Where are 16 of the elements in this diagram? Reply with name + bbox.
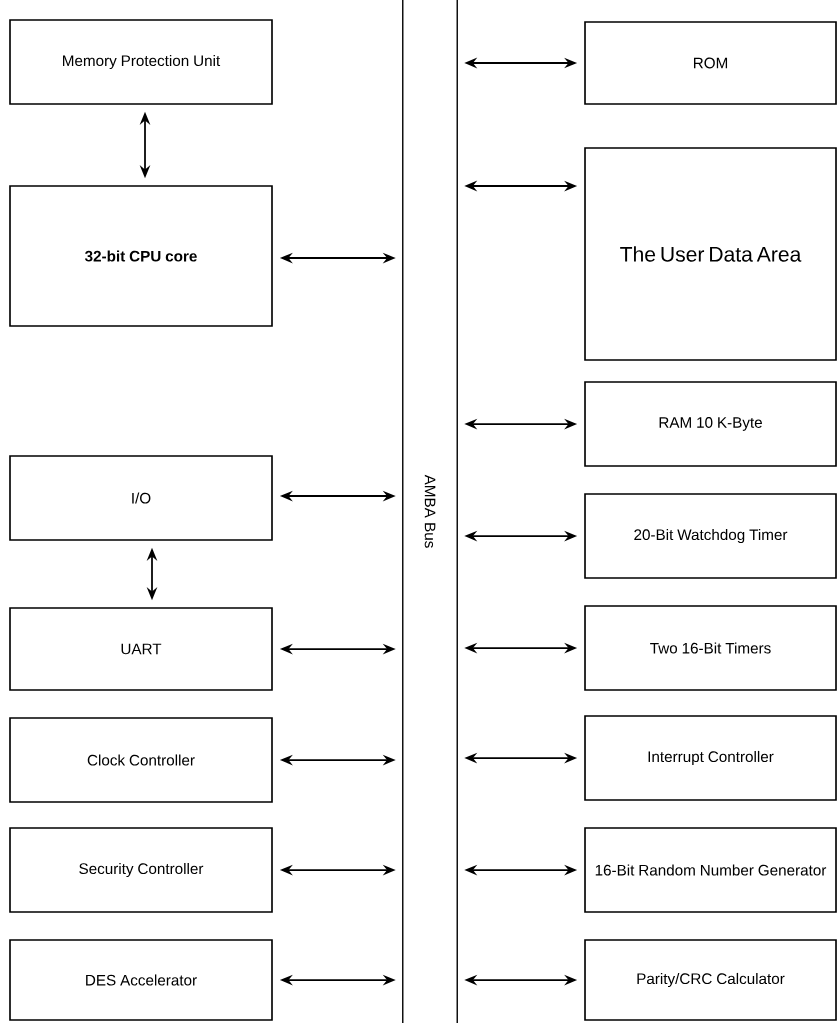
block-box: 20-Bit Watchdog Timer: [584, 493, 837, 579]
block-box: Security Controller: [9, 827, 273, 913]
block-box: Two 16-Bit Timers: [584, 605, 837, 691]
block-box: 32-bit CPU core: [9, 185, 273, 327]
bus-band: AMBA Bus: [402, 0, 458, 1023]
block-box: I/O: [9, 455, 273, 541]
block-box: ROM: [584, 21, 837, 105]
block-box: UART: [9, 607, 273, 691]
block-box: Interrupt Controller: [584, 715, 837, 801]
block-box: 16-Bit Random Number Generator: [584, 827, 837, 913]
block-box: Memory Protection Unit: [9, 19, 273, 105]
block-box: Clock Controller: [9, 717, 273, 803]
block-box: The User Data Area: [584, 147, 837, 361]
block-box: DES Accelerator: [9, 939, 273, 1021]
block-box: RAM 10 K-Byte: [584, 381, 837, 467]
block-box: Parity/CRC Calculator: [584, 939, 837, 1021]
